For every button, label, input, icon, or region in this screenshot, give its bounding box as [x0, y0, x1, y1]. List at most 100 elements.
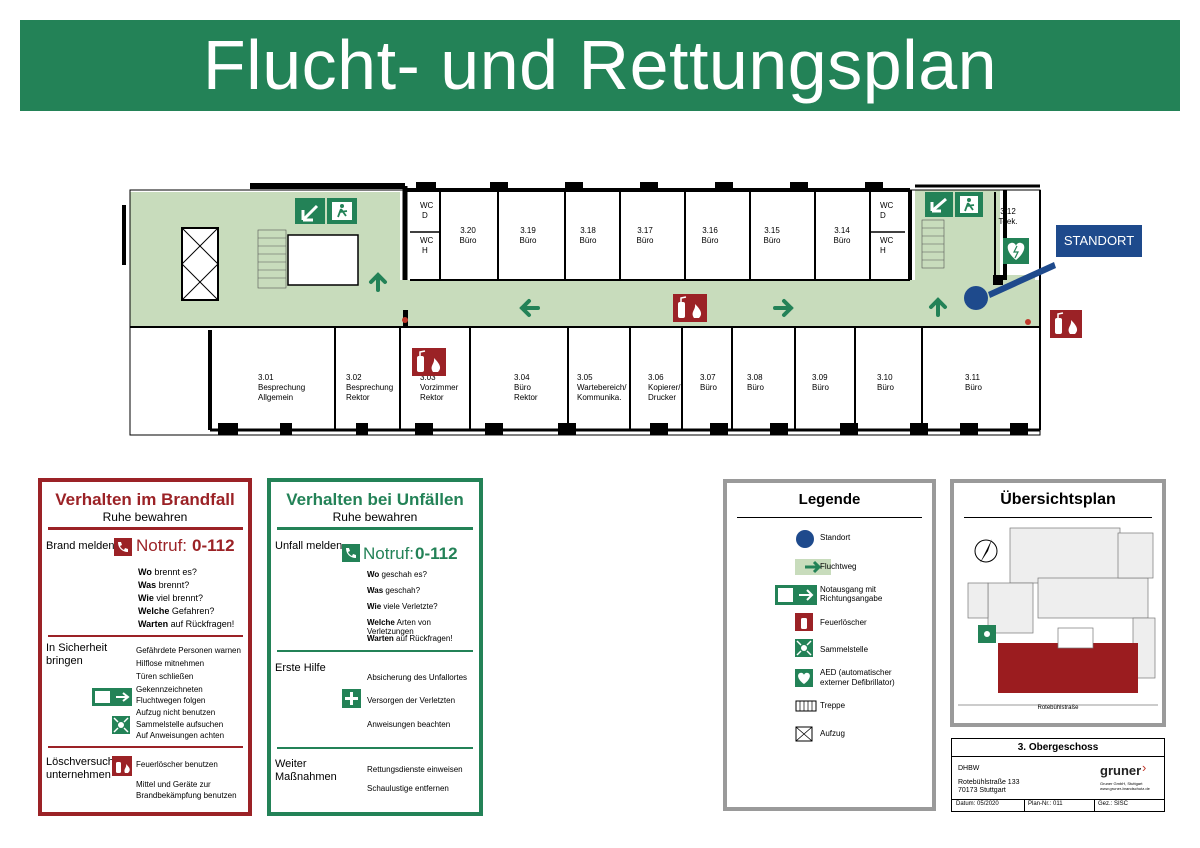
wall-blocks: [122, 182, 1028, 435]
room-name: Büro: [520, 236, 537, 245]
legend-box: Legende Standort Fluchtweg Notausgang mi…: [723, 479, 936, 811]
list-item: Hilflose mitnehmen: [136, 659, 205, 668]
legend-item: Notausgang mit: [820, 585, 877, 594]
assembly-point-icon: [112, 716, 130, 734]
room-name: Büro: [700, 383, 717, 392]
loesch-label: unternehmen: [46, 769, 111, 781]
address-line: Rotebühlstraße 133: [958, 779, 1020, 786]
elevator-icon: [181, 227, 219, 301]
standort-label: STANDORT: [1056, 225, 1142, 257]
wc-label: WC: [880, 236, 894, 245]
question: Wo brennt es?: [138, 567, 197, 577]
fire-extinguisher-icon: [1050, 310, 1082, 338]
room-number: 3.20: [460, 226, 476, 235]
overview-map: [958, 527, 1158, 706]
standort-marker: [964, 286, 988, 310]
question: Welche Gefahren?: [138, 606, 215, 616]
standort-icon: [796, 530, 814, 548]
accident-conduct-title: Verhalten bei Unfällen: [286, 490, 464, 509]
datum-label: Datum:: [956, 801, 976, 807]
aed-icon: [795, 669, 813, 687]
erste-hilfe-label: Erste Hilfe: [275, 662, 326, 674]
emergency-exit-sign-icon: [775, 585, 817, 605]
room-number: 3.11: [965, 373, 981, 382]
room-name: Besprechung: [258, 383, 305, 392]
wc-label: WC: [880, 201, 894, 210]
aed-icon: [1003, 238, 1029, 264]
stairs-right: [921, 219, 945, 269]
legend-item: Richtungsangabe: [820, 594, 883, 603]
room-name: Teek.: [998, 217, 1017, 226]
first-aid-icon: [342, 689, 361, 708]
room-number: 3.02: [346, 373, 362, 382]
overview-title: Übersichtsplan: [1000, 491, 1116, 508]
room-number: 3.18: [580, 226, 596, 235]
room-number: 3.08: [747, 373, 763, 382]
list-item: Aufzug nicht benutzen: [136, 708, 216, 717]
legend-item: Fluchtweg: [820, 562, 857, 571]
list-item: Brandbekämpfung benutzen: [136, 791, 237, 800]
phone-icon: [114, 538, 132, 556]
weiter-label: Weiter: [275, 758, 307, 770]
room-name: Büro: [965, 383, 982, 392]
legend-item: Feuerlöscher: [820, 618, 867, 627]
plan-value: 011: [1053, 801, 1063, 807]
wc-label: D: [880, 211, 886, 220]
question: Welche Arten von Verletzungen: [367, 618, 431, 636]
emergency-exit-sign-icon: [925, 192, 983, 217]
room-number: 3.05: [577, 373, 593, 382]
wc-label: WC: [420, 236, 434, 245]
room-name: Büro: [877, 383, 894, 392]
wc-label: D: [422, 211, 428, 220]
stairs-icon: [795, 700, 817, 712]
unfall-melden-label: Unfall melden: [275, 540, 343, 552]
room-name: Rektor: [420, 393, 444, 402]
brand-logo: gruner: [1100, 763, 1142, 778]
company-line: Gruner GmbH, Stuttgart: [1100, 781, 1143, 786]
fire-extinguisher-icon: [673, 294, 707, 322]
notruf-number: 0-112: [192, 536, 235, 555]
list-item: Schaulustige entfernen: [367, 784, 449, 793]
fire-conduct-subtitle: Ruhe bewahren: [102, 510, 188, 524]
list-item: Sammelstelle aufsuchen: [136, 720, 224, 729]
fire-conduct-title: Verhalten im Brandfall: [55, 490, 235, 509]
room-name: Rektor: [514, 393, 538, 402]
list-item: Fluchtwegen folgen: [136, 696, 206, 705]
emergency-exit-sign-icon: [92, 688, 132, 706]
datum-value: 05/2020: [977, 801, 999, 807]
list-item: Türen schließen: [136, 672, 194, 681]
floor-plan: WC D WC H WC D WC H 3.20 Büro 3.19 Büro …: [122, 182, 1056, 436]
question: Wie viele Verletzte?: [367, 602, 438, 611]
legend-item: Standort: [820, 533, 851, 542]
room-name: Büro: [580, 236, 597, 245]
room-name: Rektor: [346, 393, 370, 402]
room-name: Wartebereich/: [577, 383, 627, 392]
room-name: Büro: [514, 383, 531, 392]
list-item: Absicherung des Unfallortes: [367, 673, 468, 682]
room-name: Büro: [764, 236, 781, 245]
room-name: Kommunika.: [577, 393, 621, 402]
legend-item: Treppe: [820, 701, 846, 710]
title-bar: [20, 20, 1180, 111]
elevator-icon: [795, 726, 813, 742]
address-line: 70173 Stuttgart: [958, 787, 1006, 794]
room-name: Besprechung: [346, 383, 393, 392]
phone-icon: [342, 544, 360, 562]
room-number: 3.04: [514, 373, 530, 382]
list-item: Auf Anweisungen achten: [136, 731, 225, 740]
room-number: 3.06: [648, 373, 664, 382]
escape-route-icon: [795, 559, 831, 575]
room-name: Vorzimmer: [420, 383, 459, 392]
room-number: 3.12: [1000, 207, 1016, 216]
room-name: Büro: [702, 236, 719, 245]
wc-label: H: [880, 246, 886, 255]
question: Wie viel brennt?: [138, 593, 203, 603]
fire-extinguisher-icon: [112, 756, 132, 776]
room-name: Büro: [812, 383, 829, 392]
company-line: www.gruner-brandschutz.de: [1100, 786, 1150, 791]
room-name: Büro: [637, 236, 654, 245]
wc-label: WC: [420, 201, 434, 210]
question: Warten auf Rückfragen!: [367, 634, 453, 643]
legend-item: externer Defibrillator): [820, 678, 895, 687]
question: Was brennt?: [138, 580, 190, 590]
